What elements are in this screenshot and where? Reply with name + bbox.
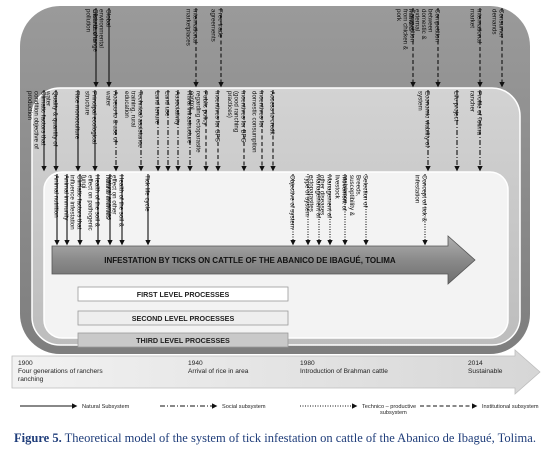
label-tick-life-cycle: Tick life cycle	[143, 175, 150, 212]
label-competition-from-chicken-pork: Competitionfrom chicken &pork	[395, 9, 415, 51]
label-animal-immunity: Animal immunity	[62, 175, 69, 221]
label-competition-between-domestic-external-ma: Competitionbetweendomestic &externalmark…	[407, 9, 440, 43]
label-incentives-for-sps: Incentives for SPS	[213, 91, 220, 142]
timeline-desc-1940: Arrival of rice in area	[188, 368, 249, 375]
timeline-year-1940: 1940	[188, 360, 203, 367]
second-level-box	[77, 310, 289, 326]
third-level-label: THIRD LEVEL PROCESSES	[136, 336, 230, 345]
label-associativity: Associativity	[173, 91, 180, 126]
legend-label-social-subsystem: Social subsystem	[222, 404, 266, 410]
third-level-box	[77, 332, 289, 348]
label-animal-nutrition: Animal nutrition	[52, 175, 59, 218]
label-movement-of-livestock: Movement oflivestock	[334, 175, 348, 211]
timeline-arrow	[11, 349, 541, 395]
second-level-label: SECOND LEVEL PROCESSES	[132, 314, 235, 323]
timeline-desc-2014: Sustainable	[468, 368, 503, 375]
main-arrow-label: INFESTATION BY TICKS ON CATTLE OF THE AB…	[104, 256, 396, 265]
label-concept-of-tick-infestation: Concept of tick &infestation	[414, 175, 428, 223]
label-health-of-the-soil-effect-on-pathogenic-: Health of the soil &effect on pathogenic…	[80, 175, 100, 231]
main-infestation-arrow	[51, 235, 476, 285]
label-natural-enemies: Natural enemies	[105, 175, 112, 220]
label-management-of-other-diseases: Management ofother diseases	[319, 175, 333, 218]
label-rural-infrastructure: Rural infrastructure	[185, 91, 192, 144]
legend-label-institutional-subsystem: Institutional subsystem	[482, 404, 539, 410]
label-objective-of-system: Objective of system	[288, 175, 295, 229]
label-quality-quantity-of-water: Quality & quantity ofwater	[45, 90, 59, 147]
timeline-year-1900: 1900	[18, 360, 33, 367]
label-type-of-system: Type of system	[303, 175, 310, 217]
timeline-desc-1980: Introduction of Brahman cattle	[300, 368, 388, 375]
label-consumer-demands: Consumerdemands	[491, 9, 505, 38]
label-incentives-for-bpg-good-ranching-practic: Incentives for BPG(good ranchingpractice…	[226, 91, 246, 143]
timeline-desc-1900: Four generations of ranchers	[18, 368, 103, 375]
label-rice-monoculture: Rice monoculture	[73, 91, 80, 140]
label-climatic-factors-that-influence-infestat: Climatic factors thatinfluence infestati…	[69, 175, 83, 230]
label-international-marketplaces: Internationalmarketplaces	[185, 9, 199, 46]
label-principal-ecological-structure: Principal ecologicalstructure	[84, 91, 98, 144]
label-land-tenure: Land tenure	[153, 91, 160, 125]
label-technical-assistance-training-rural-educ: Technical assistancetraining, ruraleduca…	[123, 91, 143, 148]
label-management-of-ectoparasites: Management ofectoparasites	[308, 175, 322, 218]
label-access-to-credit: Access to credit	[268, 91, 275, 135]
label-selection-of-breeds-susceptibility-resis: Selection ofBreeds,susceptibility &resis…	[342, 175, 369, 217]
label-international-market: Internationalmarket	[469, 9, 483, 43]
label-land-use: Land use	[163, 91, 170, 117]
label-public-policy-regarding-ectoparasite-con: Public policyregarding ectoparasitecontr…	[188, 91, 208, 153]
figure-caption: Figure 5. Theoretical model of the syste…	[10, 430, 540, 447]
label-health-of-the-soil-effect-on-other-natur: Health of the soil &effect on othernatur…	[104, 175, 124, 228]
first-level-label: FIRST LEVEL PROCESSES	[137, 290, 230, 299]
caption-prefix: Figure 5.	[14, 431, 62, 445]
legend: Natural Subsystem Social subsystem Technic…	[20, 403, 539, 416]
timeline-year-1980: 1980	[300, 360, 315, 367]
timeline-desc-1900: ranching	[18, 376, 44, 383]
label-economic-viability-of-system: Economic viability ofsystem	[417, 91, 431, 147]
label-global-environmental-crisis-due-to-pollu: Globalenvironmentalcrisis due topollutio…	[85, 9, 112, 48]
label-profile-of-tolima-rancher: Profile of Tolimarancher	[469, 91, 483, 135]
label-incentives-for-domestic-consumption: Incentives fordomestic consumption	[251, 91, 265, 153]
legend-label-natural-subsystem: Natural Subsystem	[82, 404, 130, 410]
label-free-trade-agreements: Free tradeagreements	[210, 9, 224, 42]
label-climatic-factors-that-condition-objectiv: Climatic factors thatcondition objective…	[26, 91, 46, 149]
timeline-year-2014: 2014	[468, 360, 483, 367]
label-climate-change: Climate change	[91, 9, 98, 53]
label-life-project: Life project	[452, 91, 459, 122]
label-access-to-use-of-water: Access to & use ofwater	[105, 90, 119, 143]
caption-text: Theoretical model of the system of tick …	[61, 431, 536, 445]
first-level-box	[77, 286, 289, 302]
